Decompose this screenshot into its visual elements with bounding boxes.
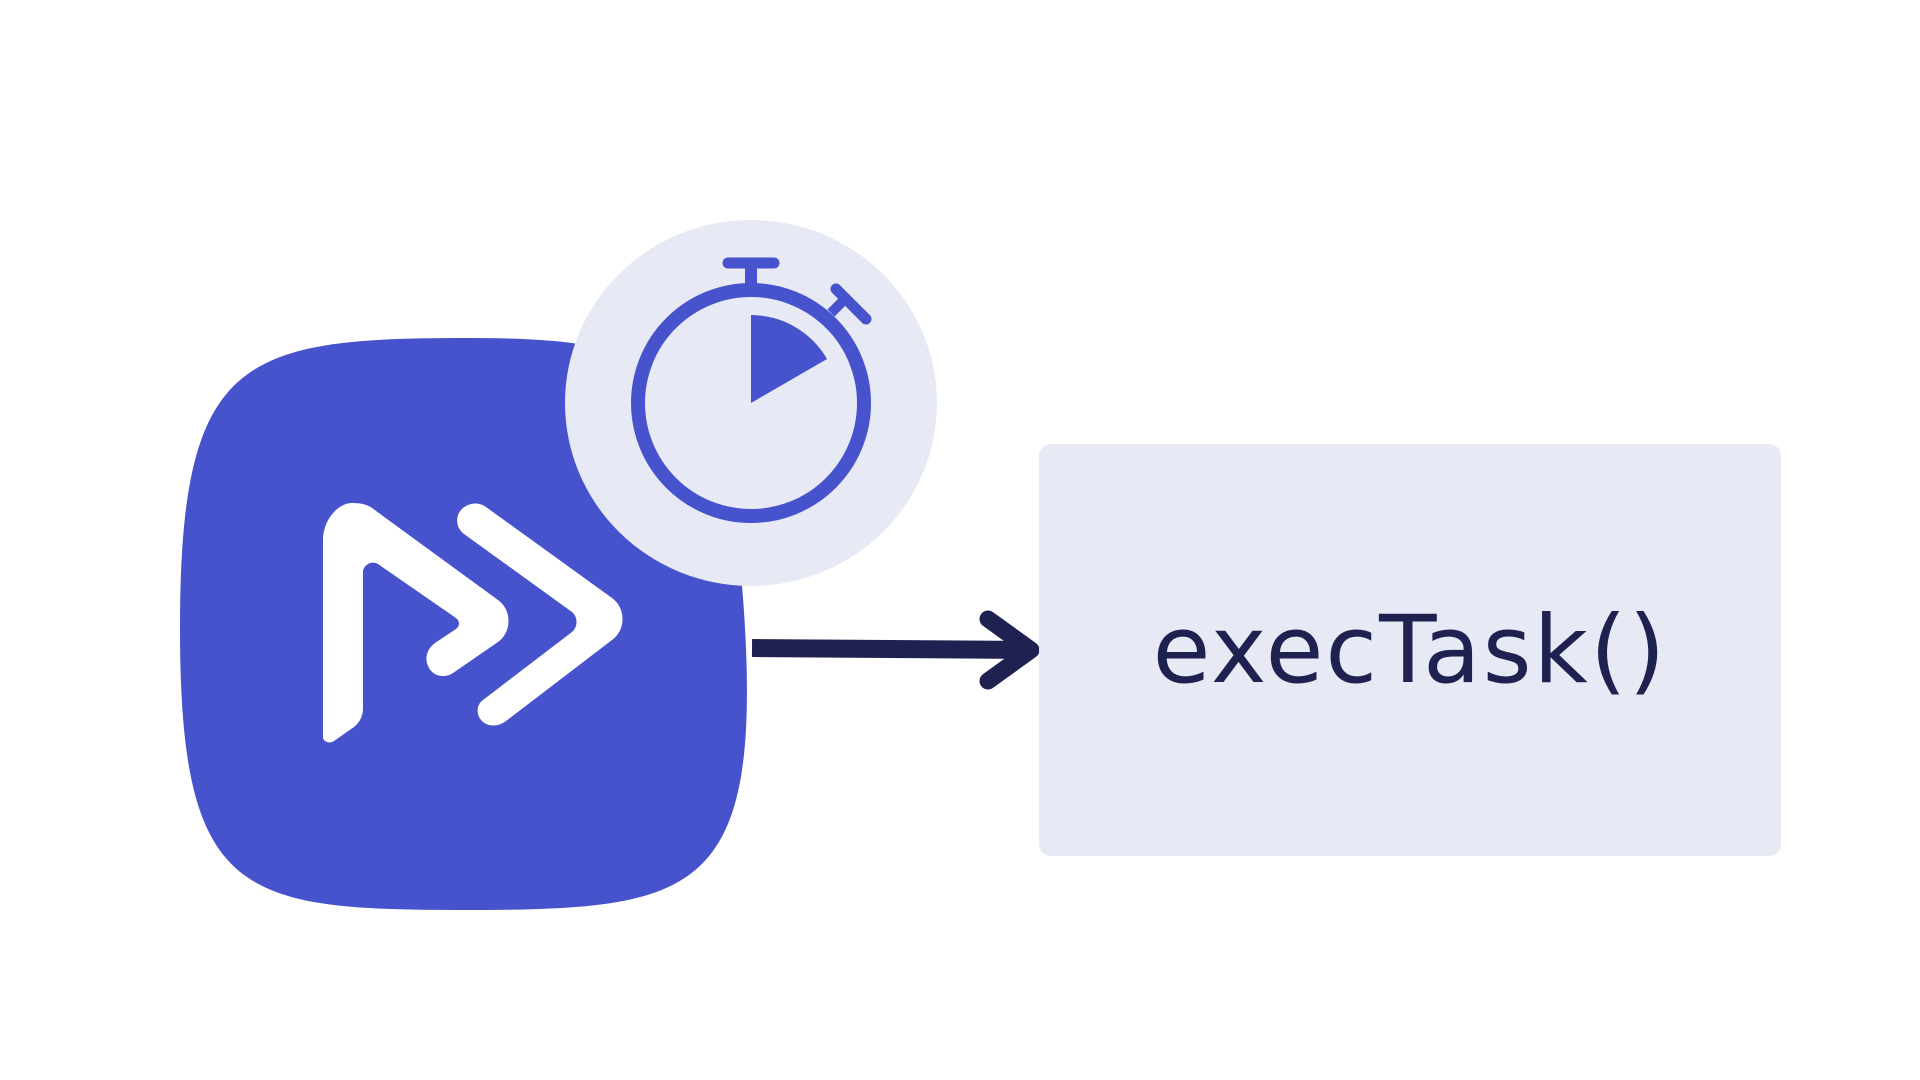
arrow-shaft <box>751 639 1031 659</box>
stopwatch-side-stem <box>827 297 847 317</box>
stopwatch-icon <box>631 257 872 523</box>
double-chevron-play-icon <box>323 503 623 743</box>
first-chevron <box>323 503 509 743</box>
stopwatch-side-button <box>830 283 872 325</box>
function-label: execTask() <box>1152 595 1668 705</box>
second-chevron <box>457 503 623 726</box>
function-box: execTask() <box>1039 444 1781 856</box>
stopwatch-elapsed-wedge <box>751 315 827 403</box>
arrow-head <box>979 610 1040 690</box>
connector-arrow <box>751 610 1040 690</box>
timer-badge <box>565 220 937 586</box>
stopwatch-body <box>631 283 871 523</box>
